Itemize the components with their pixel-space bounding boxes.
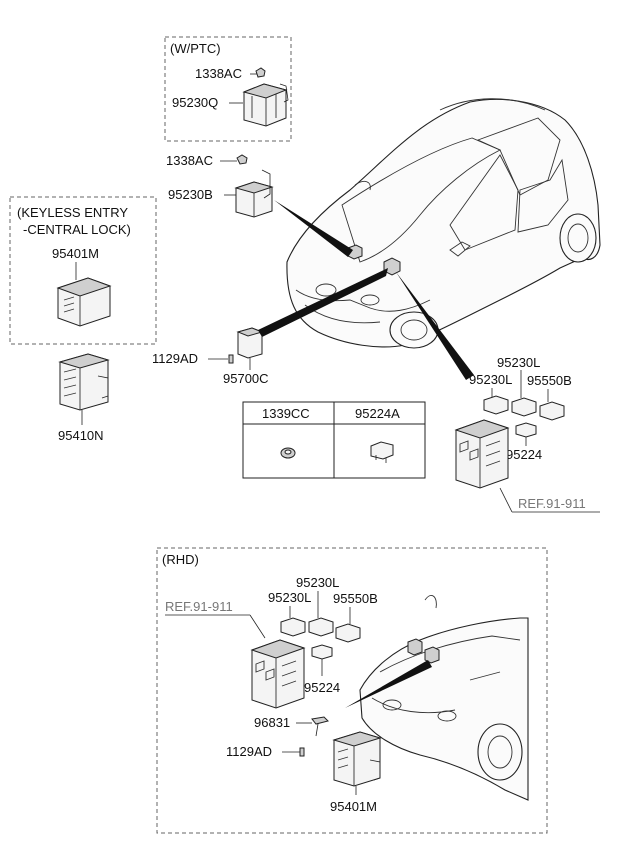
relay-95550b-b	[335, 623, 361, 643]
part-label-95700c: 95700C	[223, 371, 269, 386]
part-label-95224-b: 95224	[304, 680, 340, 695]
wptc-dashed-box	[164, 36, 292, 142]
rhd-group: (RHD) 95230L 95230L 95550B REF.91-911 95…	[156, 547, 548, 834]
part-label-95550b-a: 95550B	[527, 373, 572, 388]
ref-leader-a	[499, 487, 513, 513]
part-label-1338ac-wptc: 1338AC	[195, 66, 242, 81]
module-95401m-rhd	[332, 731, 382, 787]
wptc-title: (W/PTC)	[170, 41, 221, 56]
part-label-95401m: 95401M	[52, 246, 99, 261]
car-illustration-main	[286, 98, 601, 349]
part-label-95550b-b: 95550B	[333, 591, 378, 606]
junction-group-a: 95230L 95230L 95550B 95224 REF.91-911	[454, 355, 600, 513]
relay-95230l-a1	[511, 397, 537, 417]
rhd-dashed-box	[156, 547, 548, 834]
pointer-wedge-rhd	[345, 660, 432, 708]
module-95401m	[56, 277, 112, 327]
pointer-wedge-95230b	[274, 200, 353, 257]
part-label-95230l-b2: 95230L	[268, 590, 311, 605]
part-label-1338ac: 1338AC	[166, 153, 213, 168]
bolt-1129ad-rhd	[299, 747, 305, 757]
bolt-1129ad	[228, 354, 234, 364]
junction-box-a	[454, 419, 510, 489]
relay-95230l-b2	[280, 617, 306, 637]
parts-table: 1339CC 95224A	[242, 401, 426, 479]
part-label-95224-a: 95224	[506, 447, 542, 462]
module-95700c-group: 1129AD 95700C	[152, 327, 269, 386]
relay-95230b	[234, 169, 274, 218]
grommet-1339cc-icon	[280, 447, 296, 459]
part-label-95230l-a2: 95230L	[469, 372, 512, 387]
module-95410n-group: 95410N	[58, 353, 110, 443]
car-illustration-rhd	[359, 595, 529, 801]
table-header-95224a: 95224A	[355, 406, 400, 421]
part-label-95410n: 95410N	[58, 428, 104, 443]
table-header-1339cc: 1339CC	[262, 406, 310, 421]
module-95410n	[58, 353, 110, 411]
ref-leader-b	[249, 614, 266, 639]
relay-95550b-a	[539, 401, 565, 421]
keyless-dashed-box	[9, 196, 157, 345]
relay-95224-a	[515, 422, 537, 438]
reference-label-b: REF.91-911	[165, 599, 233, 614]
part-label-95230b: 95230B	[168, 187, 213, 202]
part-label-96831: 96831	[254, 715, 290, 730]
bolt-1338ac-wptc	[255, 67, 266, 78]
bolt-1338ac	[236, 154, 248, 165]
part-label-95230q: 95230Q	[172, 95, 218, 110]
module-95700c	[236, 327, 264, 359]
part-label-1129ad: 1129AD	[152, 351, 198, 366]
keyless-title-line2: -CENTRAL LOCK)	[23, 222, 131, 237]
part-label-1129ad-rhd: 1129AD	[226, 744, 272, 759]
relay-95230l-b1	[308, 617, 334, 637]
sensor-96831-wire	[315, 723, 319, 737]
relay-95230q	[242, 83, 289, 127]
keyless-title-line1: (KEYLESS ENTRY	[17, 205, 128, 220]
part-label-95230l-b1: 95230L	[296, 575, 339, 590]
junction-box-b	[250, 639, 306, 709]
wptc-group: (W/PTC) 1338AC 95230Q	[164, 36, 292, 142]
relay-95224-b	[311, 644, 333, 660]
pointer-wedge-95700c	[258, 268, 388, 337]
relay-on-rhd-car-1	[407, 638, 423, 656]
part-label-95401m-rhd: 95401M	[330, 799, 377, 814]
relay-on-rhd-car-2	[424, 646, 440, 664]
relay-95230b-group: 1338AC 95230B	[166, 153, 274, 218]
part-label-95230l-a1: 95230L	[497, 355, 540, 370]
pointer-wedge-junction	[396, 272, 474, 380]
sensor-96831	[311, 716, 329, 725]
keyless-group: (KEYLESS ENTRY -CENTRAL LOCK) 95401M	[9, 196, 157, 345]
reference-label-a: REF.91-911	[518, 496, 586, 511]
relay-95230l-a2	[483, 395, 509, 415]
relay-95224a-icon	[370, 441, 394, 463]
rhd-title: (RHD)	[162, 552, 199, 567]
